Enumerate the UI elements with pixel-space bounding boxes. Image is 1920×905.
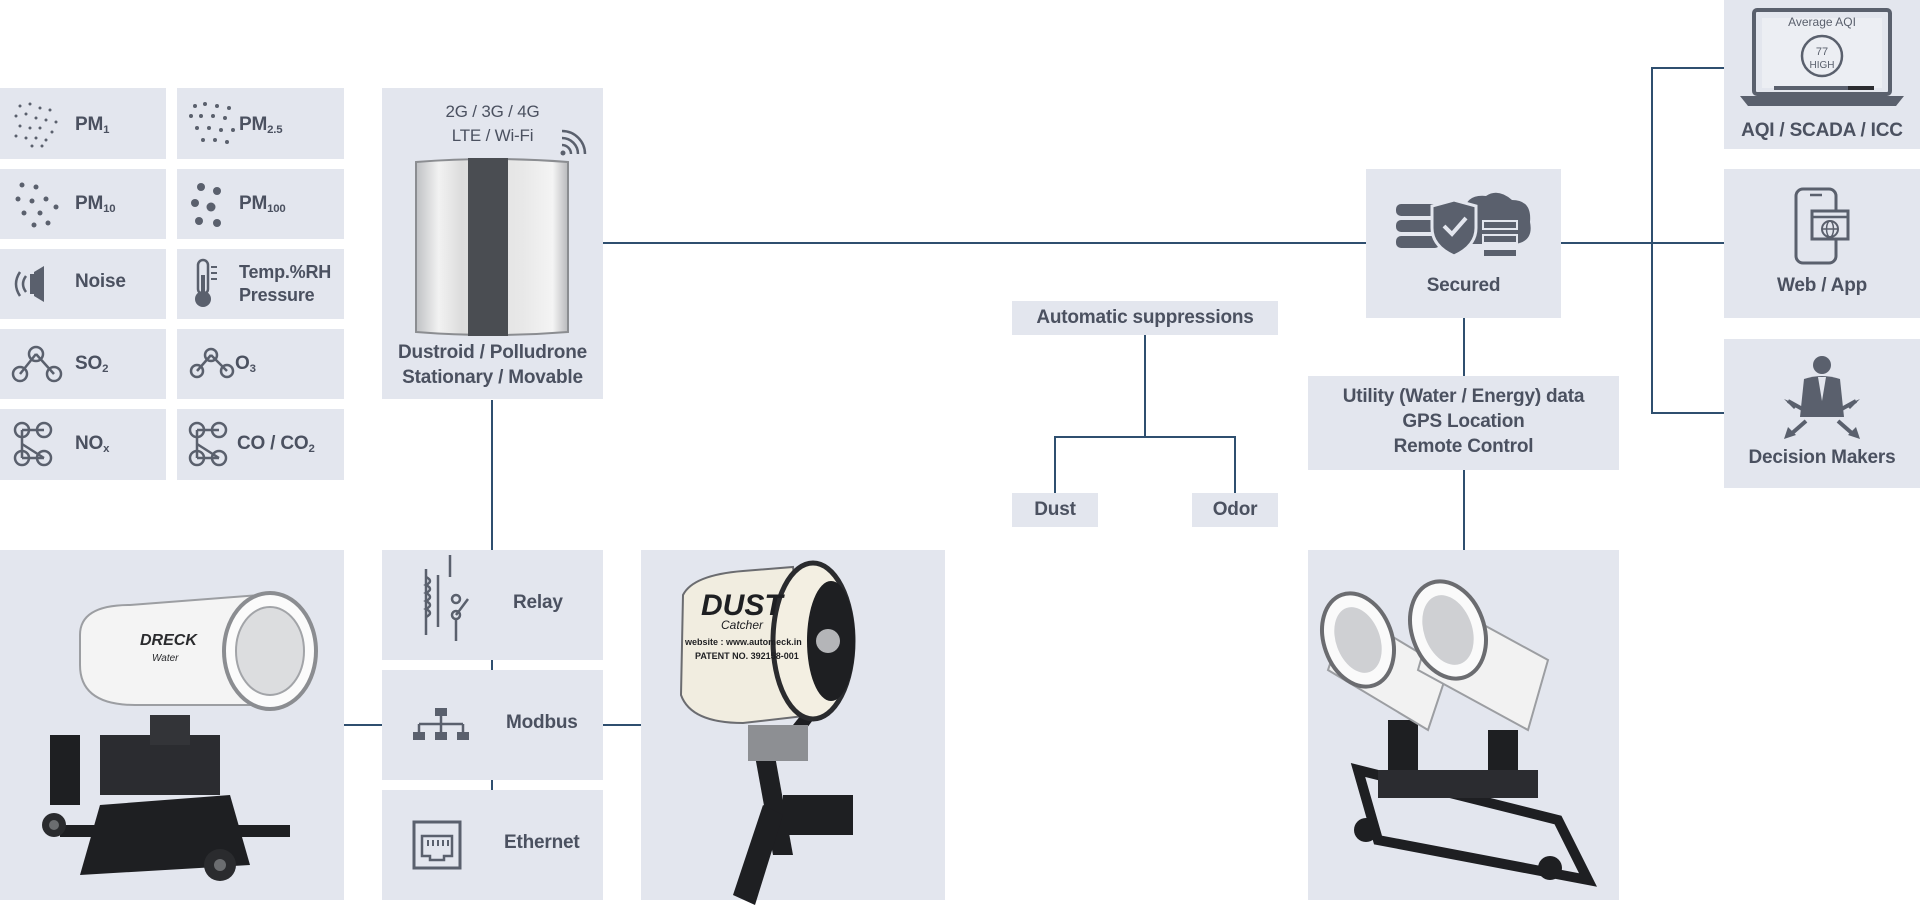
secured-cloud-tile: Secured (1366, 169, 1561, 318)
utility-line3: Remote Control (1393, 436, 1534, 457)
output-tile-web: Web / App (1724, 169, 1920, 318)
sensor-tile-pm100: PM100 (177, 169, 344, 239)
sensor-label-nox: NOx (75, 433, 110, 455)
sensor-label-coco2: CO / CO2 (237, 433, 315, 455)
secured-label: Secured (1426, 275, 1501, 296)
link-utility-cannon3 (1463, 470, 1465, 550)
output-label-web: Web / App (1776, 275, 1868, 296)
link-outputs-vertical (1651, 67, 1653, 414)
relay-icon (423, 555, 469, 641)
sensor-tile-o3: O3 (177, 329, 344, 399)
cannon-left-sub: Water (152, 653, 179, 664)
sensor-label-temp-line1: Temp.%RH (239, 262, 332, 282)
link-cloud-utility (1463, 318, 1465, 376)
suppression-odor-label: Odor (1212, 499, 1258, 520)
decision-maker-icon (1784, 356, 1860, 439)
protocol-tile-relay: Relay (382, 550, 603, 660)
phone-web-icon (1794, 187, 1850, 265)
link-outputs-aqi (1651, 67, 1724, 69)
molecule-triad-small-icon (189, 347, 235, 379)
molecule-cluster-large-icon (188, 421, 228, 467)
aqi-screen-title: Average AQI (1788, 15, 1856, 29)
sensor-tile-coco2: CO / CO2 (177, 409, 344, 480)
sensor-label-pm100: PM100 (239, 193, 286, 215)
link-modbus-cannon2 (603, 724, 641, 726)
cannon-middle-website: website : www.automeck.in (684, 637, 802, 647)
dust-catcher-image: DUST Catcher website : www.automeck.in P… (679, 560, 856, 905)
sensor-label-pm1: PM1 (75, 114, 110, 136)
output-tile-aqi: Average AQI 77 HIGH AQI / SCADA / ICC (1724, 0, 1920, 149)
connectivity-line2: LTE / Wi-Fi (451, 126, 534, 145)
particles-fine-icon (14, 102, 58, 148)
suppression-dust-box: Dust (1012, 493, 1098, 527)
link-device-protocols (491, 400, 493, 550)
particles-medium-icon (15, 182, 59, 228)
output-tile-decision: Decision Makers (1724, 339, 1920, 488)
utility-line1: Utility (Water / Energy) data (1342, 386, 1585, 407)
protocol-tile-modbus: Modbus (382, 670, 603, 780)
link-outputs-decision (1651, 412, 1724, 414)
link-suppression-bar (1054, 436, 1236, 438)
speaker-icon (14, 266, 44, 302)
output-label-aqi: AQI / SCADA / ICC (1741, 120, 1903, 141)
sensor-label-noise: Noise (75, 271, 126, 292)
sensor-tile-noise: Noise (0, 249, 166, 319)
link-cannon1-modbus (344, 724, 382, 726)
suppression-dust-label: Dust (1034, 499, 1076, 520)
sensor-tile-pm10: PM10 (0, 169, 166, 239)
protocol-label-ethernet: Ethernet (504, 832, 580, 853)
sensor-tile-temp: Temp.%RH Pressure (177, 249, 344, 319)
suppression-odor-box: Odor (1192, 493, 1278, 527)
cannon-middle-patent: PATENT NO. 392158-001 (695, 651, 799, 661)
sensor-label-pm10: PM10 (75, 193, 116, 215)
cannon-middle-brand: DUST (701, 589, 785, 622)
monitoring-device-image (415, 158, 569, 336)
sensor-label-o3: O3 (235, 353, 256, 375)
link-device-cloud (603, 242, 1366, 244)
ethernet-port-icon (412, 820, 462, 870)
wifi-icon (560, 129, 587, 156)
molecule-cluster-icon (13, 421, 53, 467)
sensor-tile-so2: SO2 (0, 329, 166, 399)
utility-line2: GPS Location (1402, 411, 1525, 432)
secure-cloud-server-icon (1396, 192, 1531, 258)
device-name-line2: Stationary / Movable (402, 367, 583, 388)
protocol-label-relay: Relay (513, 592, 563, 613)
aqi-value: 77 (1816, 46, 1828, 58)
output-label-decision: Decision Makers (1748, 447, 1896, 468)
connectivity-line1: 2G / 3G / 4G (445, 102, 540, 121)
thermometer-icon (195, 258, 217, 307)
link-cloud-outputs (1561, 242, 1724, 244)
cannon-panel-left: DRECK Water (0, 550, 344, 900)
cannon-middle-sub: Catcher (721, 618, 764, 632)
aqi-status: HIGH (1810, 60, 1835, 71)
suppression-title-box: Automatic suppressions (1012, 301, 1278, 335)
utility-data-tile: Utility (Water / Energy) data GPS Locati… (1308, 376, 1619, 470)
sensor-label-temp-line2: Pressure (239, 285, 315, 305)
fog-cannon-image: DRECK Water (42, 591, 318, 881)
link-suppression-dust (1054, 436, 1056, 493)
cannon-left-brand: DRECK (140, 632, 198, 649)
cannon-panel-right (1308, 550, 1619, 900)
suppression-title: Automatic suppressions (1036, 307, 1254, 328)
laptop-dashboard-icon: Average AQI 77 HIGH (1740, 8, 1904, 106)
sensor-label-so2: SO2 (75, 353, 109, 375)
particles-small-icon (189, 102, 235, 144)
protocol-label-modbus: Modbus (506, 712, 578, 733)
sensor-tile-pm25: PM2.5 (177, 88, 344, 159)
sensor-label-pm25: PM2.5 (239, 114, 283, 136)
sensor-tile-pm1: PM1 (0, 88, 166, 159)
protocol-tile-ethernet: Ethernet (382, 790, 603, 900)
molecule-triad-icon (11, 345, 63, 383)
link-suppression-odor (1234, 436, 1236, 493)
device-name-line1: Dustroid / Polludrone (398, 342, 587, 363)
cannon-panel-middle: DUST Catcher website : www.automeck.in P… (641, 550, 945, 905)
network-tree-icon (413, 708, 469, 740)
device-panel: 2G / 3G / 4G LTE / Wi-Fi Dustroid / Poll… (382, 88, 603, 399)
twin-fog-cannon-image (1320, 579, 1597, 887)
sensor-tile-nox: NOx (0, 409, 166, 480)
link-suppression-stem (1144, 335, 1146, 437)
particles-coarse-icon (191, 183, 221, 227)
